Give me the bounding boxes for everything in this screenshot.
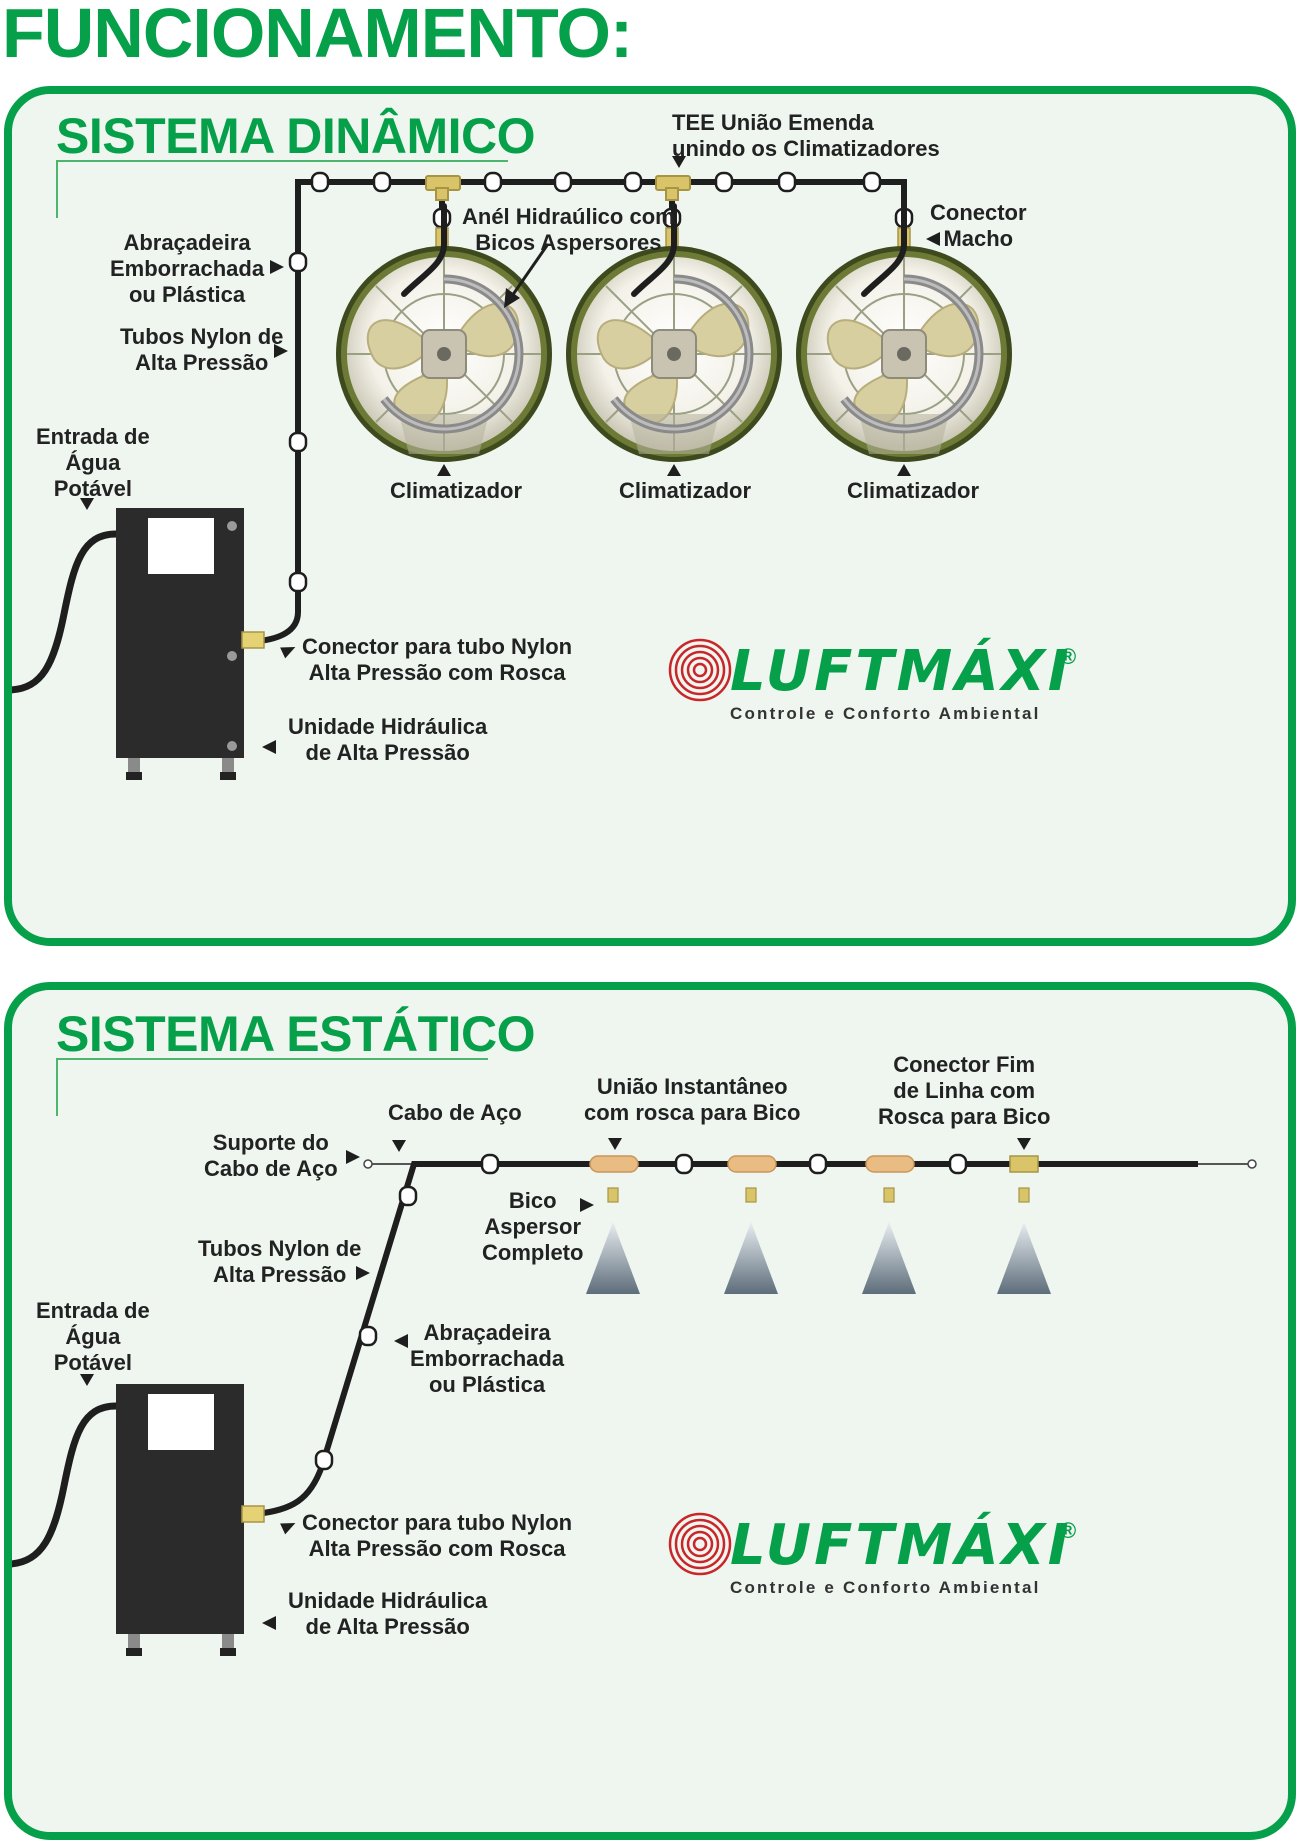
end-connector — [1009, 1155, 1039, 1173]
brand-tagline: Controle e Conforto Ambiental — [730, 704, 1041, 723]
brand-name: LUFTMÁXI — [730, 1513, 1072, 1578]
title-underline — [56, 160, 508, 162]
nozzle — [883, 1187, 895, 1203]
arrow-icon — [280, 1523, 296, 1535]
arrow-icon — [897, 464, 911, 476]
pipe-clamp — [714, 171, 734, 193]
arrow-icon — [270, 260, 284, 274]
spray-cone — [997, 1222, 1051, 1294]
spray-cone — [724, 1222, 778, 1294]
pipe-clamp — [777, 171, 797, 193]
title-underline — [56, 1058, 58, 1116]
nozzle — [607, 1187, 619, 1203]
arrow-icon — [580, 1198, 594, 1212]
arrow-icon — [437, 464, 451, 476]
pipe-clamp — [310, 171, 330, 193]
logo-swirl-icon — [668, 638, 732, 702]
spray-cone — [862, 1222, 916, 1294]
arrow-icon — [80, 1374, 94, 1386]
pipe-clamp — [372, 171, 392, 193]
arrow-icon — [608, 1138, 622, 1150]
pipe-clamp — [623, 171, 643, 193]
nylon-connector — [241, 1505, 265, 1523]
brand-tagline: Controle e Conforto Ambiental — [730, 1578, 1041, 1597]
cooler-label: Climatizador — [847, 478, 980, 503]
arrow-icon — [392, 1140, 406, 1152]
arrow-icon — [262, 1616, 276, 1630]
title-underline — [56, 160, 58, 218]
instant-union — [589, 1155, 639, 1173]
arrow-icon — [672, 156, 686, 168]
nozzle — [745, 1187, 757, 1203]
arrow-icon — [394, 1334, 408, 1348]
tee-fitting — [435, 187, 449, 201]
instant-union — [865, 1155, 915, 1173]
arrow-icon — [80, 498, 94, 510]
title-underline — [56, 1058, 488, 1060]
cooler-label: Climatizador — [619, 478, 752, 503]
arrow-icon — [1017, 1138, 1031, 1150]
pipe-clamp — [553, 171, 573, 193]
label-steel-cable: Cabo de Aço — [388, 1100, 522, 1125]
registered-mark: ® — [1060, 1518, 1077, 1543]
pipe-clamp — [288, 251, 308, 273]
cooler-label: Climatizador — [390, 478, 523, 503]
spray-cone — [586, 1222, 640, 1294]
hydraulic-unit — [116, 508, 265, 780]
dynamic-diagram — [12, 156, 1288, 780]
arrow-icon — [667, 464, 681, 476]
registered-mark: ® — [1060, 644, 1077, 669]
arrow-icon — [346, 1150, 360, 1164]
section-title: SISTEMA DINÂMICO — [56, 108, 536, 164]
arrow-icon — [280, 647, 296, 659]
arrow-icon — [262, 740, 276, 754]
nozzle — [1018, 1187, 1030, 1203]
arrow-icon — [504, 288, 520, 308]
static-diagram — [12, 1138, 1257, 1656]
section-title: SISTEMA ESTÁTICO — [56, 1006, 536, 1062]
arrow-icon — [274, 344, 288, 358]
nylon-connector — [241, 631, 265, 649]
instant-union — [727, 1155, 777, 1173]
tee-fitting — [665, 187, 679, 201]
brand-name: LUFTMÁXI — [730, 639, 1072, 704]
page-title: FUNCIONAMENTO: — [2, 0, 633, 72]
pipe-clamp — [483, 171, 503, 193]
arrow-icon — [356, 1266, 370, 1280]
pipe-clamp — [288, 571, 308, 593]
arrow-icon — [926, 232, 940, 246]
logo-swirl-icon — [668, 1512, 732, 1576]
pipe-clamp — [862, 171, 882, 193]
hydraulic-unit — [116, 1384, 265, 1656]
pipe-clamp — [288, 431, 308, 453]
